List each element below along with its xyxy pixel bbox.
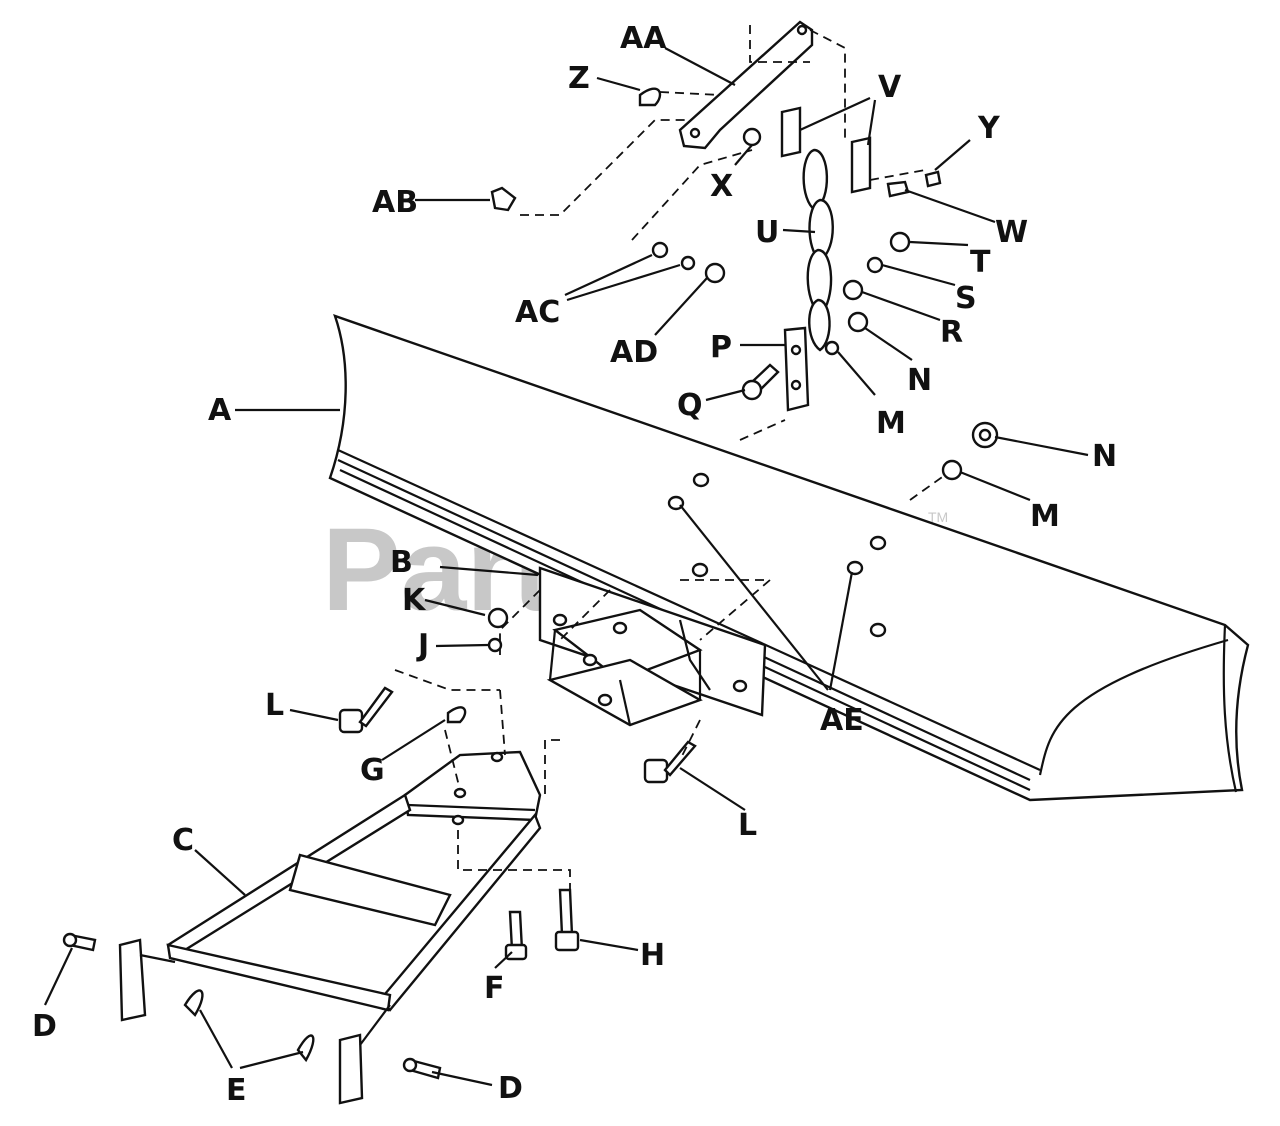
blade xyxy=(328,314,1250,802)
label-c: C xyxy=(172,823,194,858)
label-l2: L xyxy=(738,808,757,843)
label-x: X xyxy=(710,169,733,204)
leader-lines xyxy=(44,47,1089,1087)
label-k: K xyxy=(402,583,427,618)
label-n2: N xyxy=(1092,439,1117,474)
label-b: B xyxy=(390,545,413,580)
label-f: F xyxy=(484,971,505,1006)
watermark-trademark: TM xyxy=(928,509,948,525)
label-ad: AD xyxy=(610,335,658,370)
label-e: E xyxy=(226,1073,247,1108)
label-ab: AB xyxy=(372,185,418,220)
label-n1: N xyxy=(907,363,932,398)
label-p: P xyxy=(710,330,732,365)
hardware xyxy=(62,363,999,1080)
label-m2: M xyxy=(1030,499,1060,534)
label-h: H xyxy=(640,938,665,973)
label-z: Z xyxy=(568,61,590,96)
label-a: A xyxy=(208,393,232,428)
label-m1: M xyxy=(876,406,906,441)
label-v: V xyxy=(878,70,902,105)
label-d2: D xyxy=(498,1071,523,1106)
label-s: S xyxy=(955,281,977,316)
label-j: J xyxy=(416,628,429,663)
label-q: Q xyxy=(677,388,703,423)
assembly-lines xyxy=(394,25,946,890)
label-r: R xyxy=(940,315,963,350)
label-g: G xyxy=(360,753,385,788)
label-u: U xyxy=(755,215,779,250)
label-aa: AA xyxy=(620,21,667,56)
label-d1: D xyxy=(32,1009,57,1044)
label-ac: AC xyxy=(515,295,560,330)
lift-linkage xyxy=(490,20,942,412)
label-l1: L xyxy=(265,688,284,723)
label-ae: AE xyxy=(820,703,864,738)
label-t: T xyxy=(970,245,991,280)
callout-labels: AA Z V Y X AB W U T S AC R P AD N Q A M … xyxy=(32,21,1117,1108)
push-frame xyxy=(118,750,542,1105)
label-y: Y xyxy=(977,111,1001,146)
label-w: W xyxy=(995,215,1028,250)
